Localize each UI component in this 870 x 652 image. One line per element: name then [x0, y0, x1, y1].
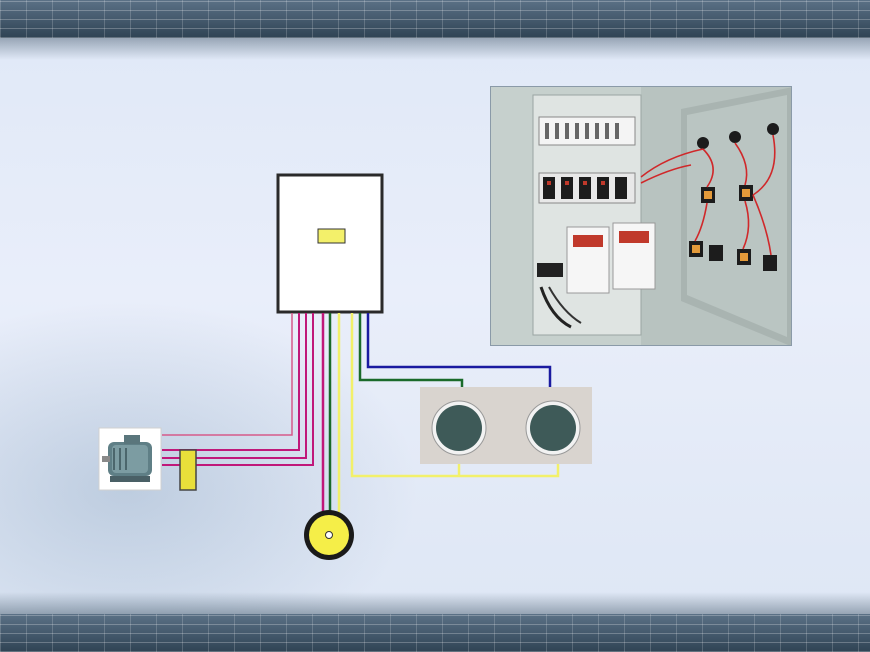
push-button-icon: [436, 405, 482, 451]
cabinet-photo-icon: [491, 87, 791, 345]
push-button-icon: [530, 405, 576, 451]
indicator-light: [317, 228, 346, 244]
cabinet-photo: [490, 86, 792, 346]
push-button-panel: [420, 387, 592, 464]
terminal-block: [179, 449, 197, 491]
motor-wires: [162, 313, 314, 466]
bottom-brick-band: [0, 614, 870, 652]
terminal-block-icon: [179, 449, 197, 491]
buzzer-wires: [321, 313, 341, 512]
motor: [98, 427, 162, 491]
top-brick-band: [0, 0, 870, 38]
push-button-left[interactable]: [431, 400, 487, 456]
push-button-right[interactable]: [525, 400, 581, 456]
top-band-fade: [0, 38, 870, 60]
motor-icon: [102, 435, 152, 482]
buzzer: [304, 510, 354, 560]
control-box: [276, 173, 384, 314]
bottom-band-fade: [0, 592, 870, 614]
